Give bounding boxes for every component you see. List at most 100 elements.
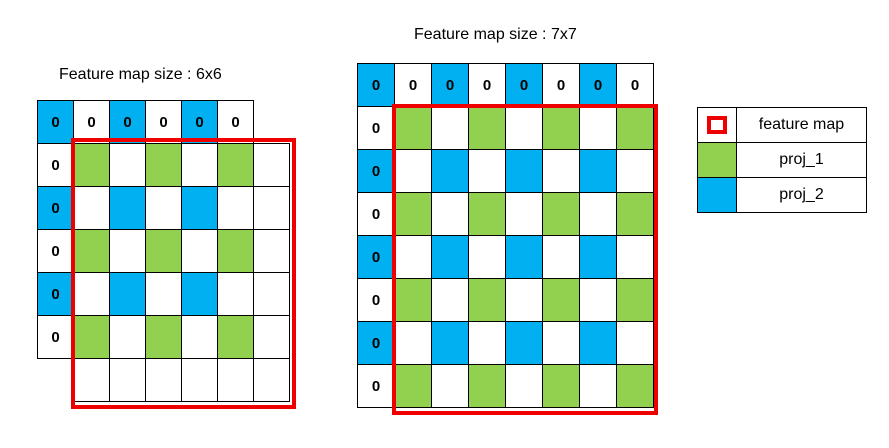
padding-cell: 0 bbox=[357, 321, 395, 365]
grid-cell bbox=[109, 358, 146, 402]
grid-cell bbox=[431, 106, 469, 150]
padding-cell: 0 bbox=[357, 364, 395, 408]
grid-cell bbox=[73, 358, 110, 402]
grid-cell bbox=[394, 149, 432, 193]
grid-cell bbox=[73, 186, 110, 230]
padding-cell: 0 bbox=[431, 63, 469, 107]
grid-cell bbox=[431, 278, 469, 322]
proj-1-cell bbox=[394, 192, 432, 236]
proj-1-cell bbox=[616, 192, 654, 236]
grid-cell bbox=[542, 321, 580, 365]
padding-cell: 0 bbox=[357, 63, 395, 107]
grid-cell bbox=[181, 315, 218, 359]
padding-cell: 0 bbox=[145, 100, 182, 144]
padding-cell: 0 bbox=[73, 100, 110, 144]
grid-cell bbox=[431, 364, 469, 408]
grid-cell bbox=[253, 229, 290, 273]
proj-1-cell bbox=[394, 106, 432, 150]
proj-1-cell bbox=[217, 315, 254, 359]
grid-cell bbox=[145, 186, 182, 230]
proj-1-cell bbox=[73, 143, 110, 187]
proj-2-cell bbox=[579, 321, 617, 365]
padding-cell: 0 bbox=[542, 63, 580, 107]
padding-cell: 0 bbox=[357, 192, 395, 236]
proj-1-cell bbox=[616, 106, 654, 150]
grid-cell bbox=[109, 315, 146, 359]
padding-cell: 0 bbox=[579, 63, 617, 107]
proj-2-cell bbox=[579, 149, 617, 193]
grid-cell bbox=[109, 143, 146, 187]
padding-cell: 0 bbox=[357, 235, 395, 279]
padding-cell: 0 bbox=[37, 143, 74, 187]
legend-label-proj-1: proj_1 bbox=[736, 142, 867, 178]
proj-2-cell bbox=[181, 272, 218, 316]
grid-cell bbox=[542, 149, 580, 193]
grid-cell bbox=[616, 149, 654, 193]
legend-label-feature-map: feature map bbox=[736, 107, 867, 143]
proj-1-cell bbox=[542, 278, 580, 322]
grid-cell bbox=[616, 321, 654, 365]
grid-cell bbox=[505, 192, 543, 236]
proj-2-cell bbox=[505, 149, 543, 193]
proj-2-cell bbox=[431, 235, 469, 279]
grid-cell bbox=[217, 272, 254, 316]
padding-cell: 0 bbox=[357, 149, 395, 193]
grid-cell bbox=[468, 149, 506, 193]
grid-cell bbox=[109, 229, 146, 273]
padding-cell: 0 bbox=[468, 63, 506, 107]
grid-cell bbox=[579, 364, 617, 408]
grid-cell bbox=[468, 321, 506, 365]
padding-cell: 0 bbox=[37, 272, 74, 316]
grid-cell bbox=[217, 358, 254, 402]
title-7x7: Feature map size : 7x7 bbox=[414, 26, 577, 43]
proj-1-cell bbox=[468, 364, 506, 408]
grid-cell bbox=[616, 235, 654, 279]
proj-2-cell bbox=[505, 321, 543, 365]
proj-1-cell bbox=[616, 278, 654, 322]
proj-1-cell bbox=[542, 192, 580, 236]
grid-cell bbox=[253, 143, 290, 187]
proj-2-cell bbox=[109, 272, 146, 316]
legend-swatch-proj-2 bbox=[697, 177, 737, 213]
grid-cell bbox=[468, 235, 506, 279]
proj-1-cell bbox=[394, 364, 432, 408]
padding-cell: 0 bbox=[394, 63, 432, 107]
grid-cell bbox=[431, 192, 469, 236]
grid-cell bbox=[542, 235, 580, 279]
proj-2-cell bbox=[109, 186, 146, 230]
legend-row-proj-1: proj_1 bbox=[697, 142, 867, 178]
grid-cell bbox=[217, 186, 254, 230]
grid-cell bbox=[579, 106, 617, 150]
proj-1-cell bbox=[468, 192, 506, 236]
padding-cell: 0 bbox=[181, 100, 218, 144]
proj-1-cell bbox=[542, 106, 580, 150]
proj-1-cell bbox=[145, 315, 182, 359]
legend-swatch-feature-map bbox=[697, 107, 737, 143]
proj-1-cell bbox=[217, 143, 254, 187]
grid-cell bbox=[73, 272, 110, 316]
padding-cell: 0 bbox=[505, 63, 543, 107]
grid-cell bbox=[253, 315, 290, 359]
proj-1-cell bbox=[73, 229, 110, 273]
padding-cell: 0 bbox=[37, 100, 74, 144]
padding-cell: 0 bbox=[37, 186, 74, 230]
proj-1-cell bbox=[468, 278, 506, 322]
grid-cell bbox=[253, 358, 290, 402]
grid-cell bbox=[145, 358, 182, 402]
padding-cell: 0 bbox=[357, 278, 395, 322]
proj-1-cell bbox=[616, 364, 654, 408]
grid-cell bbox=[505, 364, 543, 408]
grid-cell bbox=[505, 278, 543, 322]
proj-2-cell bbox=[431, 149, 469, 193]
legend-row-proj-2: proj_2 bbox=[697, 177, 867, 213]
proj-1-cell bbox=[217, 229, 254, 273]
padding-cell: 0 bbox=[109, 100, 146, 144]
grid-cell bbox=[394, 235, 432, 279]
padding-cell: 0 bbox=[37, 229, 74, 273]
grid-cell bbox=[579, 278, 617, 322]
padding-cell: 0 bbox=[616, 63, 654, 107]
grid-cell bbox=[394, 321, 432, 365]
proj-1-cell bbox=[394, 278, 432, 322]
legend-row-feature-map: feature map bbox=[697, 107, 867, 143]
proj-2-cell bbox=[505, 235, 543, 279]
